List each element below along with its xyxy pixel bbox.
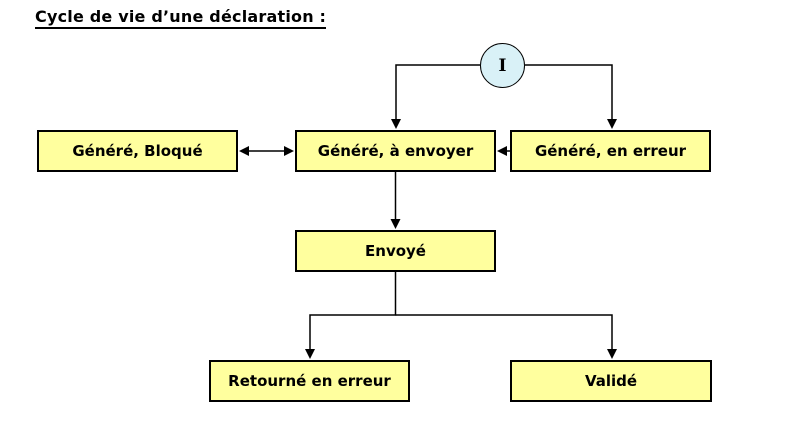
- node-valide: Validé: [510, 360, 712, 402]
- diagram-title: Cycle de vie d’une déclaration :: [35, 7, 327, 29]
- node-genere-en-erreur: Généré, en erreur: [510, 130, 711, 172]
- node-label: Retourné en erreur: [228, 372, 391, 390]
- edge-genere-en-erreur-to-genere-a-envoyer: [497, 146, 510, 156]
- start-node: I: [480, 43, 525, 88]
- node-label: Validé: [584, 372, 638, 390]
- node-label: Généré, en erreur: [534, 142, 687, 160]
- node-label: Envoyé: [365, 242, 426, 260]
- edge-start-to-genere-a-envoyer: [391, 64, 480, 129]
- edge-start-to-genere-en-erreur: [525, 64, 617, 129]
- node-retourne-en-erreur: Retourné en erreur: [209, 360, 410, 402]
- edge-envoye-split: [305, 272, 617, 359]
- start-node-label: I: [498, 55, 507, 76]
- node-label: Généré, à envoyer: [317, 142, 474, 160]
- node-genere-a-envoyer: Généré, à envoyer: [295, 130, 496, 172]
- node-envoye: Envoyé: [295, 230, 496, 272]
- edge-genere-bloque-genere-a-envoyer: [239, 146, 294, 156]
- node-label: Généré, Bloqué: [72, 142, 203, 160]
- node-genere-bloque: Généré, Bloqué: [37, 130, 238, 172]
- edge-genere-a-envoyer-to-envoye: [390, 172, 401, 229]
